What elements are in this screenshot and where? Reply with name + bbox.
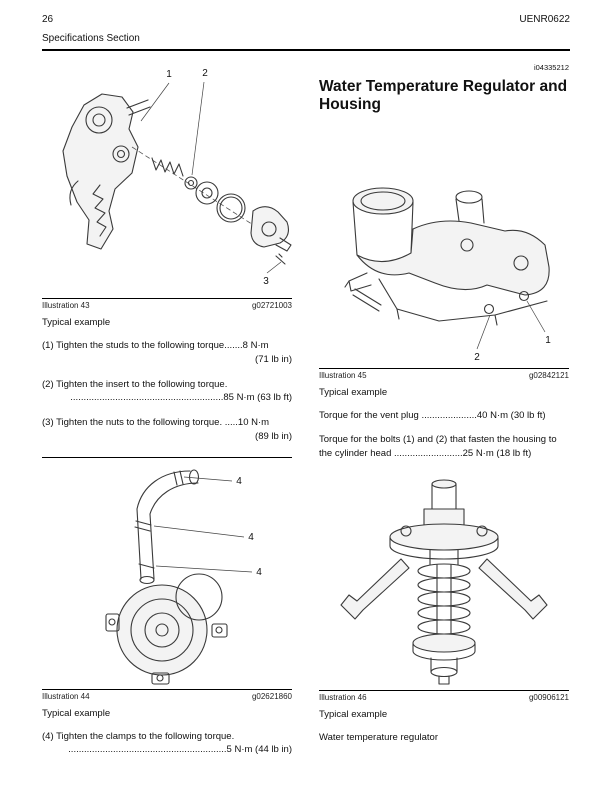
callout-4a: 4 xyxy=(236,476,242,487)
spec-item-1: (1) Tighten the studs to the following t… xyxy=(42,339,292,367)
page-header: 26 UENR0622 xyxy=(42,14,570,25)
spec-item-4: (4) Tighten the clamps to the following … xyxy=(42,730,292,758)
spec-housing-bolts: Torque for the bolts (1) and (2) that fa… xyxy=(319,433,569,461)
callout-4b: 4 xyxy=(248,532,254,543)
illustration-rule xyxy=(42,298,292,299)
illustration-label: Illustration 44 xyxy=(42,691,90,701)
spec-vent-plug: Torque for the vent plug ...............… xyxy=(319,409,569,423)
illustration-44-figure: 4 4 4 Illustration 44 g02621860 Typical … xyxy=(42,464,292,719)
illustration-caption: Typical example xyxy=(319,386,388,398)
illustration-46-drawing xyxy=(340,479,548,685)
illustration-43-figure: 1 2 3 Illustration 43 g02721003 Typical … xyxy=(42,63,292,328)
left-column: 1 2 3 Illustration 43 g02721003 Typical … xyxy=(42,63,292,757)
article-title: Water Temperature Regulator and Housing xyxy=(319,78,568,114)
page-columns: 1 2 3 Illustration 43 g02721003 Typical … xyxy=(42,63,570,757)
spec-line: ........................................… xyxy=(70,392,292,404)
callout-4c: 4 xyxy=(256,567,262,578)
spec-item-3: (3) Tighten the nuts to the following to… xyxy=(42,416,292,444)
callout-2: 2 xyxy=(202,68,208,79)
illustration-code: g00906121 xyxy=(528,692,569,702)
spec-line: Torque for the vent plug ...............… xyxy=(319,409,546,421)
illustration-44-drawing: 4 4 4 xyxy=(105,469,262,685)
illustration-caption: Typical example xyxy=(42,317,111,328)
illustration-43-drawing: 1 2 3 xyxy=(62,68,292,287)
illustration-rule xyxy=(319,367,569,369)
callout-2: 2 xyxy=(474,352,480,363)
callout-3: 3 xyxy=(263,276,269,287)
header-rule xyxy=(42,49,570,51)
right-column: i04335212 Water Temperature Regulator an… xyxy=(319,63,569,757)
illustration-45-figure: 2 1 Illustration 45 g02842121 Typical ex… xyxy=(319,169,569,398)
illustration-label: Illustration 45 xyxy=(319,370,367,380)
illustration-caption: Typical example xyxy=(319,708,388,720)
illustration-rule xyxy=(42,688,292,690)
illustration-label: Illustration 43 xyxy=(42,301,90,310)
callout-1: 1 xyxy=(545,335,551,346)
illustration-code: g02842121 xyxy=(528,370,569,380)
spec-line: (1) Tighten the studs to the following t… xyxy=(42,340,269,351)
doc-code: UENR0622 xyxy=(519,14,570,25)
illustration-caption: Typical example xyxy=(42,707,111,719)
illustration-code: g02621860 xyxy=(251,691,292,701)
spec-line: (4) Tighten the clamps to the following … xyxy=(42,730,235,742)
section-divider xyxy=(42,456,292,458)
illustration-46-figure: Illustration 46 g00906121 Typical exampl… xyxy=(319,475,569,720)
regulator-note: Water temperature regulator xyxy=(319,731,438,743)
illustration-rule xyxy=(319,689,569,691)
spec-item-2: (2) Tighten the insert to the following … xyxy=(42,378,292,406)
spec-line: (89 lb in) xyxy=(255,430,292,442)
article-ref-code: i04335212 xyxy=(533,63,569,72)
spec-line: Torque for the bolts (1) and (2) that fa… xyxy=(319,434,557,460)
illustration-code: g02721003 xyxy=(251,301,292,310)
callout-1: 1 xyxy=(166,69,172,80)
illustration-label: Illustration 46 xyxy=(319,692,367,702)
spec-line: (71 lb in) xyxy=(255,353,292,365)
section-title: Specifications Section xyxy=(42,33,140,44)
illustration-45-drawing: 2 1 xyxy=(344,187,551,363)
spec-line: ........................................… xyxy=(68,744,292,756)
page-number: 26 xyxy=(42,14,54,25)
spec-line: (2) Tighten the insert to the following … xyxy=(42,378,228,390)
spec-line: (3) Tighten the nuts to the following to… xyxy=(42,417,270,429)
